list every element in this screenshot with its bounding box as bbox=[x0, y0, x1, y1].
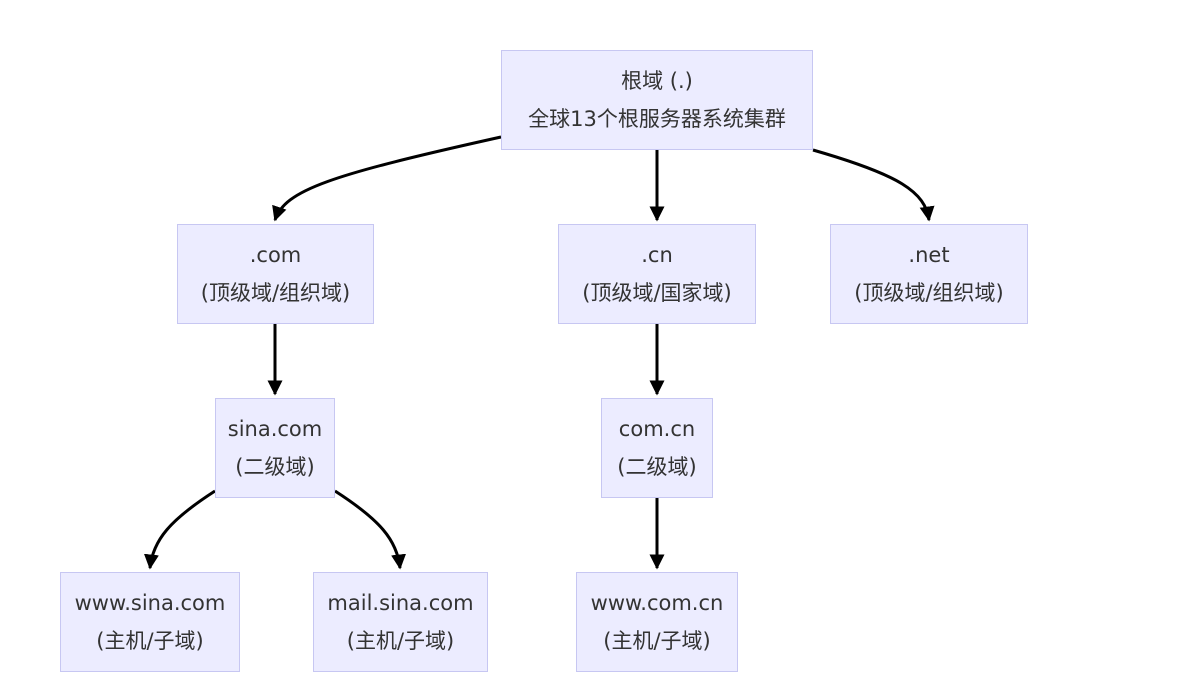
node-subtitle: (主机/子域) bbox=[603, 629, 711, 653]
node-title: .net bbox=[908, 243, 950, 267]
net-tld-node: .net (顶级域/组织域) bbox=[830, 224, 1028, 324]
node-title: .com bbox=[249, 243, 302, 267]
node-subtitle: (顶级域/国家域) bbox=[582, 281, 732, 305]
node-title: www.sina.com bbox=[74, 591, 226, 615]
node-subtitle: (主机/子域) bbox=[96, 629, 204, 653]
com-tld-node: .com (顶级域/组织域) bbox=[177, 224, 374, 324]
root-domain-node: 根域 (.) 全球13个根服务器系统集群 bbox=[501, 50, 813, 150]
mail-sina-com-node: mail.sina.com (主机/子域) bbox=[313, 572, 488, 672]
node-title: com.cn bbox=[618, 417, 696, 441]
edge-sina-to-www bbox=[143, 489, 216, 570]
www-sina-com-node: www.sina.com (主机/子域) bbox=[60, 572, 240, 672]
www-com-cn-node: www.com.cn (主机/子域) bbox=[576, 572, 738, 672]
edge-root-to-com bbox=[272, 135, 502, 222]
edge-root-to-net bbox=[812, 148, 935, 222]
node-subtitle: (二级域) bbox=[235, 455, 315, 479]
node-title: www.com.cn bbox=[590, 591, 724, 615]
com-cn-node: com.cn (二级域) bbox=[601, 398, 713, 498]
node-title: mail.sina.com bbox=[327, 591, 474, 615]
node-subtitle: (主机/子域) bbox=[346, 629, 455, 653]
node-title: sina.com bbox=[227, 417, 323, 441]
node-subtitle: (顶级域/组织域) bbox=[200, 281, 351, 305]
cn-tld-node: .cn (顶级域/国家域) bbox=[558, 224, 756, 324]
edge-sina-to-mail bbox=[334, 489, 407, 570]
sina-com-node: sina.com (二级域) bbox=[215, 398, 335, 498]
node-title: .cn bbox=[641, 243, 673, 267]
node-title: 根域 (.) bbox=[621, 69, 693, 93]
node-subtitle: 全球13个根服务器系统集群 bbox=[528, 107, 786, 131]
node-subtitle: (二级域) bbox=[617, 455, 697, 479]
node-subtitle: (顶级域/组织域) bbox=[854, 281, 1004, 305]
